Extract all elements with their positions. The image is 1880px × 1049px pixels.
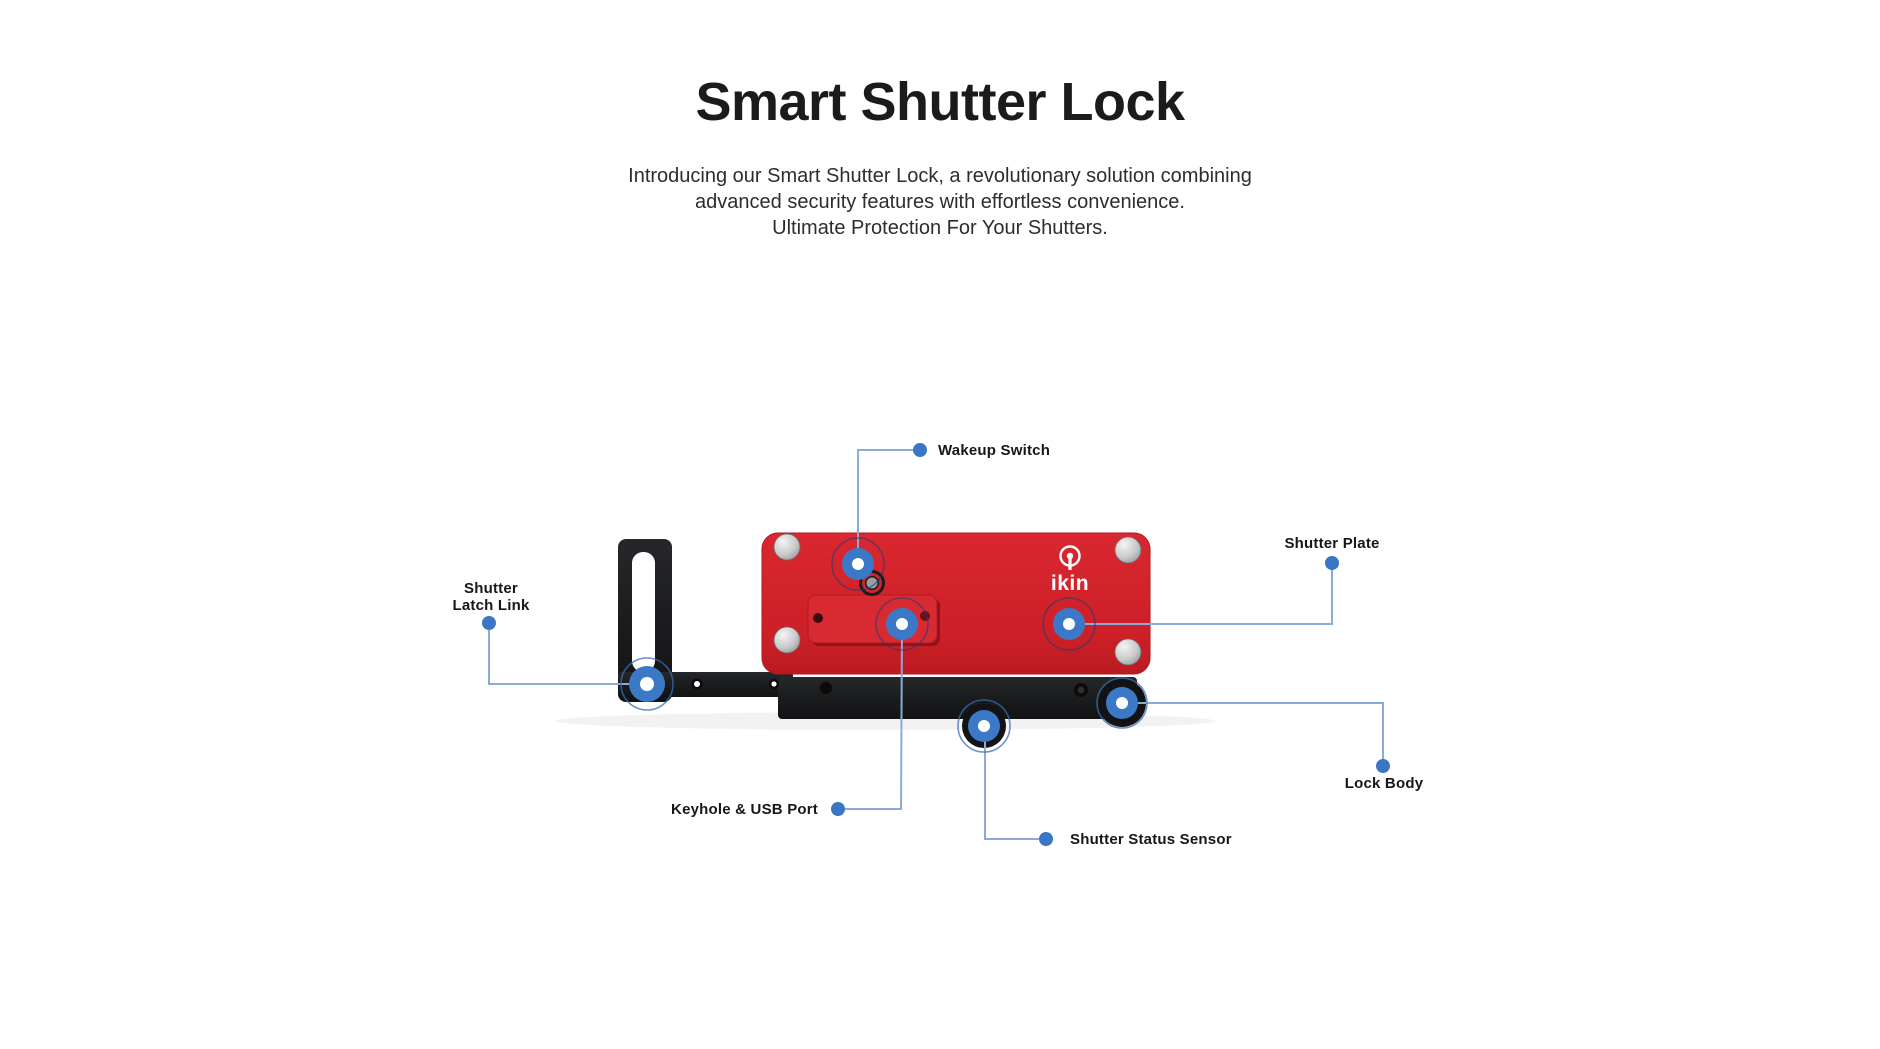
subtitle-line-3: Ultimate Protection For Your Shutters. (772, 217, 1108, 239)
keyhole-plate (807, 594, 940, 646)
hotspots (620, 537, 1148, 753)
callout-label-shutter-status-sensor: Shutter Status Sensor (1070, 831, 1232, 848)
callout-line-shutter-status-sensor (984, 726, 1039, 840)
hotspot-shutter-status-sensor[interactable] (957, 699, 1011, 753)
subtitle-line-1: Introducing our Smart Shutter Lock, a re… (628, 165, 1252, 187)
callout-dots (482, 443, 1390, 846)
callout-label-keyhole-usb-port: Keyhole & USB Port (671, 801, 818, 818)
page-subtitle: Introducing our Smart Shutter Lock, a re… (0, 163, 1880, 241)
hotspot-shutter-plate[interactable] (1042, 597, 1096, 651)
keyhole-plate-hole (813, 613, 823, 623)
callout-dot-keyhole-usb-port (831, 802, 845, 816)
callout-label-shutter-plate: Shutter Plate (1284, 535, 1380, 552)
screw (1114, 536, 1142, 564)
page-title: Smart Shutter Lock (695, 72, 1185, 132)
callout-line-wakeup-switch (857, 449, 913, 564)
arm-hole (694, 681, 700, 687)
callout-label-wakeup-switch: Wakeup Switch (938, 442, 1051, 459)
callout-line-shutter-plate (1069, 570, 1333, 625)
callout-label-lock-body: Lock Body (1344, 775, 1424, 792)
hotspot-keyhole-usb-port[interactable] (875, 597, 929, 651)
hotspot-wakeup-switch[interactable] (831, 537, 885, 591)
callout-dot-lock-body (1376, 759, 1390, 773)
brand-logo: ikin (1051, 545, 1089, 595)
callout-dot-shutter-latch-link (482, 616, 496, 630)
red-cover-plate: ikin (761, 532, 1151, 675)
brand-name: ikin (1051, 572, 1089, 595)
hotspot-shutter-latch-link[interactable] (620, 657, 674, 711)
subtitle-line-2: advanced security features with effortle… (695, 191, 1185, 213)
callout-dot-shutter-status-sensor (1039, 832, 1053, 846)
base-screw (1077, 686, 1085, 694)
callout-lines (488, 449, 1384, 840)
callout-line-keyhole-usb-port (845, 623, 903, 810)
arm-hole (771, 681, 777, 687)
screw (1114, 638, 1142, 666)
callout-label-shutter-latch-link: Shutter Latch Link (452, 580, 530, 614)
callout-dot-shutter-plate (1325, 556, 1339, 570)
callout-dot-wakeup-switch (913, 443, 927, 457)
callout-line-shutter-latch-link (488, 630, 647, 685)
screw (773, 626, 801, 654)
hotspot-lock-body[interactable] (1096, 677, 1148, 729)
callout-line-lock-body (1122, 702, 1384, 759)
screw (773, 533, 801, 561)
base-hole (820, 682, 832, 694)
